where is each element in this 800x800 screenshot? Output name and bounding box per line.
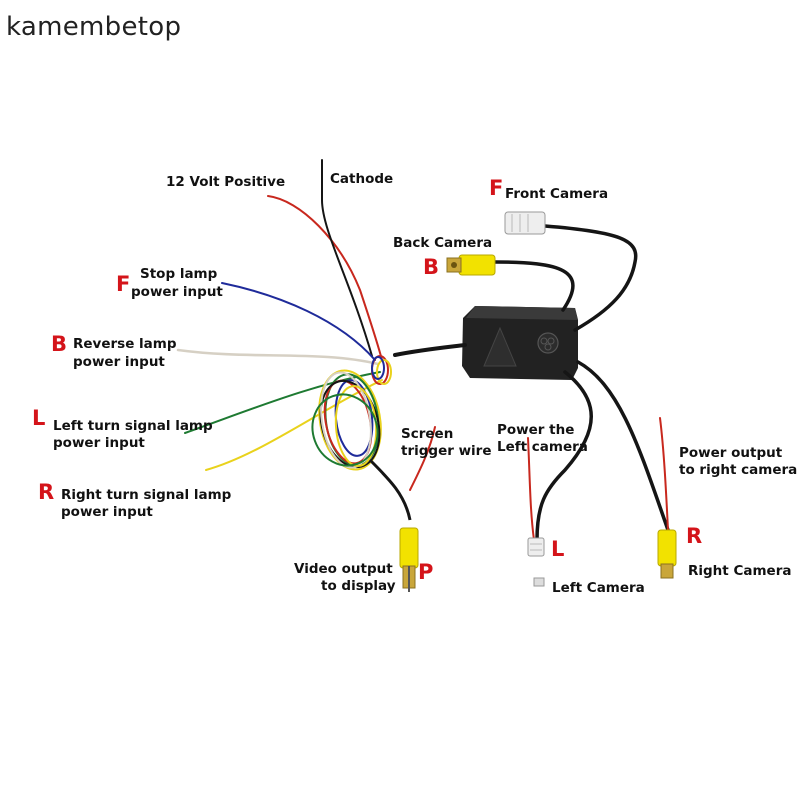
watermark-text: kamembetop [6, 12, 182, 42]
label-left-turn-2: power input [53, 435, 145, 451]
label-screen-trigger-1: Screen [401, 426, 454, 442]
label-left-camera: Left Camera [552, 580, 645, 596]
label-power-right-2: to right camera [679, 462, 798, 478]
label-reverse-lamp-1: Reverse lamp [73, 336, 177, 352]
label-power-right-1: Power output [679, 445, 783, 461]
label-screen-trigger-2: trigger wire [401, 443, 492, 459]
front-camera-connector-icon [504, 211, 546, 235]
label-power-left-2: Left camera [497, 439, 588, 455]
label-front-camera: Front Camera [505, 186, 609, 202]
label-left-turn-1: Left turn signal lamp [53, 418, 213, 434]
right-camera-rca-icon [657, 529, 677, 579]
label-reverse-lamp-2: power input [73, 354, 165, 370]
wire-bundle [311, 355, 412, 521]
letter-left-turn: L [32, 406, 46, 430]
letter-video: P [418, 560, 434, 584]
label-video-output-2: to display [321, 578, 396, 594]
label-right-turn-2: power input [61, 504, 153, 520]
label-cathode: Cathode [330, 171, 394, 187]
left-camera-connector-icon [527, 537, 545, 587]
video-output-rca-icon [399, 527, 419, 592]
label-stop-lamp-2: power input [131, 284, 223, 300]
letter-back: B [423, 255, 440, 279]
back-camera-rca-icon [446, 254, 496, 276]
control-box [462, 306, 578, 380]
letter-stop: F [116, 272, 131, 296]
label-stop-lamp-1: Stop lamp [140, 266, 218, 282]
label-video-output-1: Video output [294, 561, 393, 577]
letter-left-camera: L [551, 537, 565, 561]
label-right-turn-1: Right turn signal lamp [61, 487, 232, 503]
label-back-camera: Back Camera [393, 235, 493, 251]
letter-right-turn: R [38, 480, 55, 504]
label-power-left-1: Power the [497, 422, 575, 438]
letter-front: F [489, 176, 504, 200]
letter-right-camera: R [686, 524, 703, 548]
label-12v-positive: 12 Volt Positive [166, 174, 286, 190]
letter-reverse: B [51, 332, 68, 356]
box-cables [393, 224, 670, 542]
warning-triangle-icon [483, 326, 517, 367]
label-right-camera: Right Camera [688, 563, 792, 579]
